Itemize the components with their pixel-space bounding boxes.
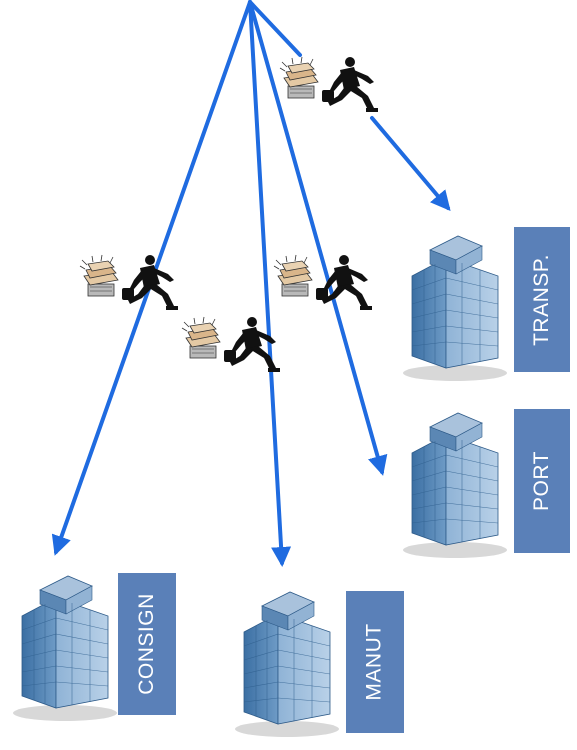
label-transp: TRANSP. [514, 227, 570, 372]
courier-icon [79, 254, 179, 311]
label-consign-text: CONSIGN [135, 593, 159, 695]
label-manut: MANUT [346, 591, 404, 733]
building-icon-transp [402, 235, 508, 382]
building-icon-manut [234, 591, 340, 738]
flow-arrows [51, 0, 451, 567]
courier-icon [279, 56, 379, 113]
label-manut-text: MANUT [363, 623, 387, 701]
label-consign: CONSIGN [118, 573, 176, 715]
building-icon-port [402, 412, 508, 559]
courier-icon [181, 316, 281, 373]
arrow-to-manut [248, 0, 292, 567]
arrow-to-transp [370, 116, 451, 212]
arrow-to-transp-part1 [248, 0, 302, 57]
label-transp-text: TRANSP. [530, 253, 553, 346]
label-port-text: PORT [530, 451, 553, 511]
arrow-to-port [248, 0, 388, 476]
building-icon-consign [12, 575, 118, 722]
label-port: PORT [514, 409, 570, 553]
